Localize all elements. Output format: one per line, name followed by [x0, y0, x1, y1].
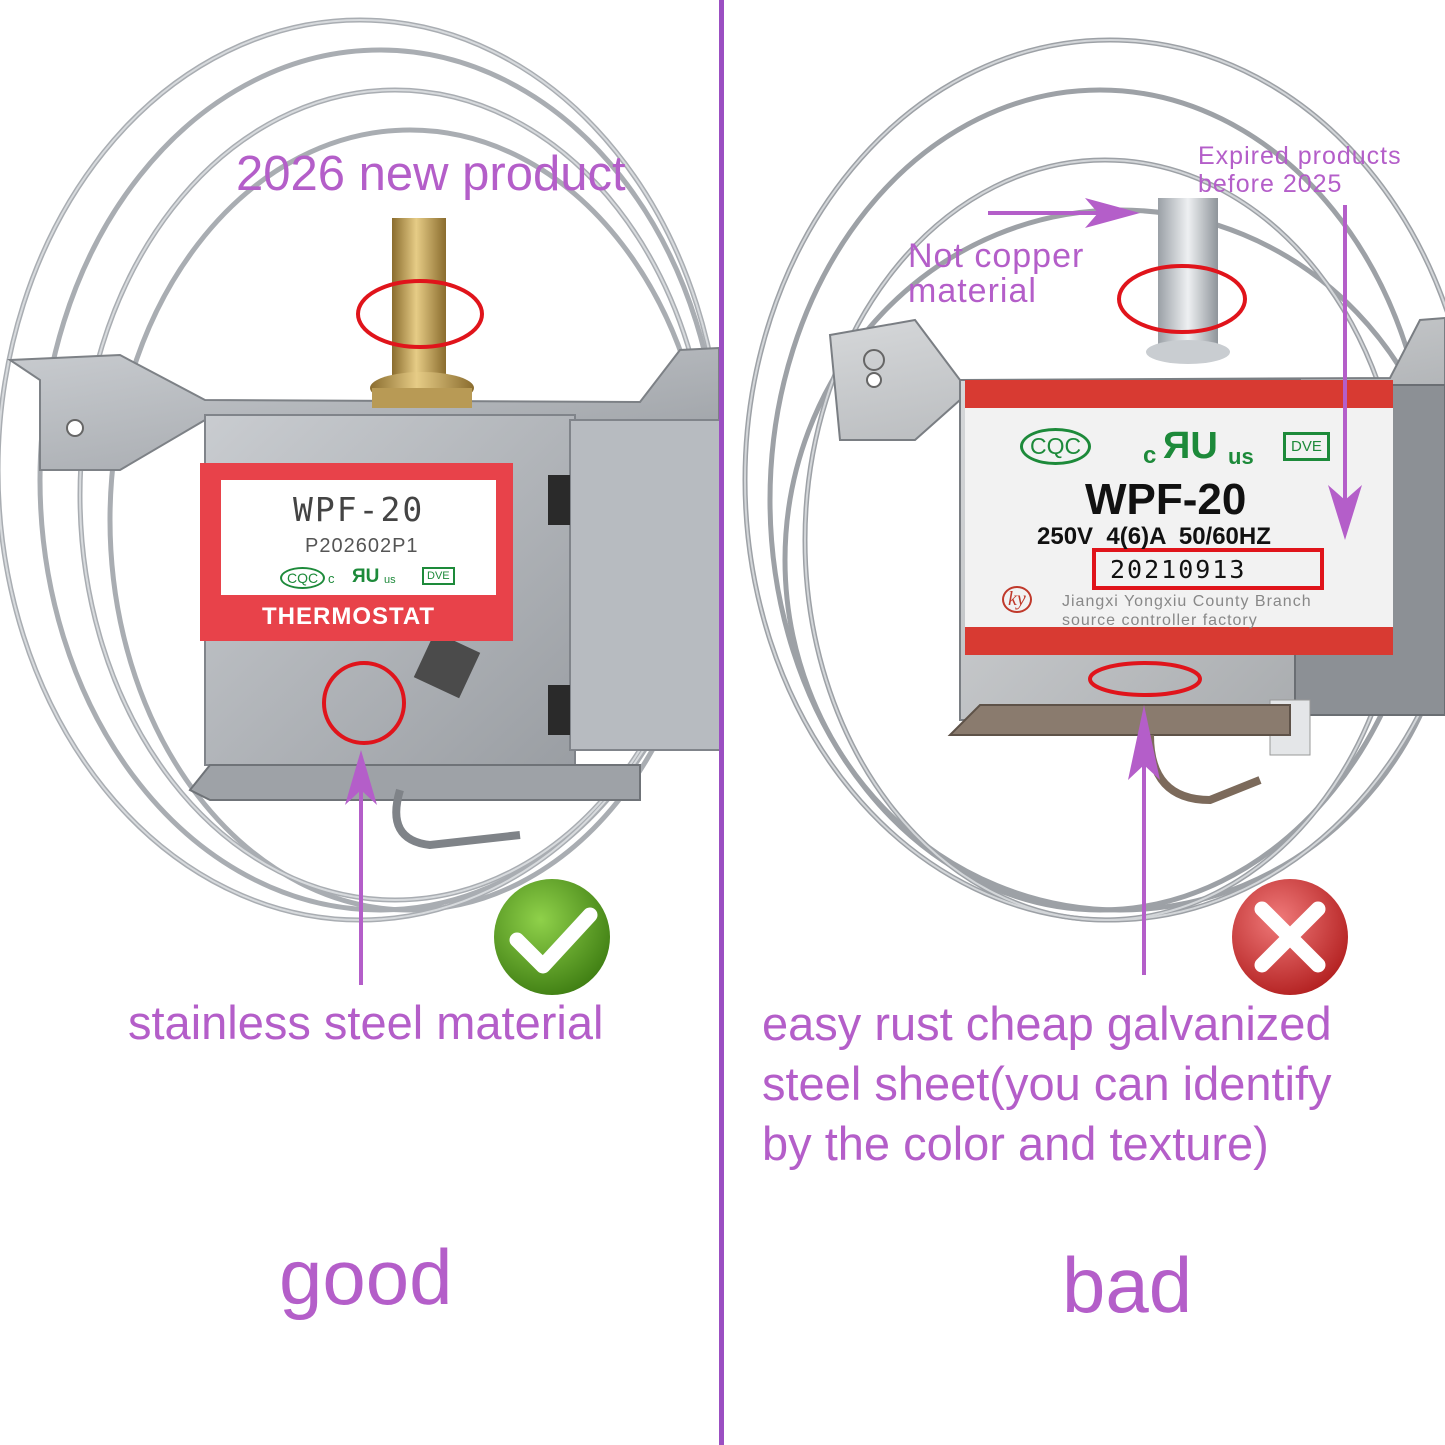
right-label-date-code: 20210913: [1110, 555, 1247, 584]
right-label-cqc-mark: CQC: [1020, 428, 1092, 465]
right-label-c-mark: c: [1143, 442, 1157, 469]
verdict-good: good: [279, 1233, 453, 1321]
plate-highlight-ellipse: [1088, 661, 1202, 697]
galvanized-caption-line-1: easy rust cheap galvanized: [762, 997, 1332, 1050]
up-arrow-icon: [345, 750, 377, 805]
left-label-ul-mark: ЯU: [352, 566, 380, 587]
copper-note-line-1: Not copper: [908, 237, 1085, 275]
stainless-steel-caption: stainless steel material: [128, 996, 604, 1049]
left-label-c-mark: c: [328, 571, 335, 586]
right-thermostat-photo: [742, 37, 1445, 995]
shaft-highlight-ellipse: [1117, 264, 1247, 334]
right-label-ul-mark: ЯU: [1163, 425, 1218, 467]
copper-note-line-2: material: [908, 272, 1037, 310]
left-label-serial: P202602P1: [305, 535, 419, 557]
left-thermostat-photo: [0, 17, 719, 995]
galvanized-caption-line-3: by the color and texture): [762, 1117, 1269, 1170]
right-arrow-icon: [1085, 198, 1140, 228]
right-label-model: WPF-20: [1085, 475, 1247, 524]
galvanized-caption-line-2: steel sheet(you can identify: [762, 1057, 1332, 1110]
right-label-rating: 250V 4(6)A 50/60HZ: [1037, 523, 1271, 550]
expired-note-line-1: Expired products: [1198, 142, 1402, 170]
verdict-bad: bad: [1062, 1241, 1193, 1329]
right-label-vde-mark: DVE: [1283, 432, 1330, 461]
up-arrow-icon: [1128, 705, 1160, 780]
date-code-highlight-box: [1092, 548, 1324, 590]
left-label-model: WPF-20: [293, 490, 425, 529]
left-label-cqc-mark: CQC: [280, 567, 326, 589]
left-label-us-mark: us: [384, 574, 396, 586]
right-label-maker-line-2: source controller factory: [1062, 612, 1258, 629]
right-label-us-mark: us: [1228, 444, 1254, 469]
left-label-vde-mark: DVE: [422, 567, 455, 585]
right-label-maker-logo: ky: [1002, 586, 1032, 613]
body-highlight-circle: [322, 661, 406, 745]
new-product-caption: 2026 new product: [236, 147, 626, 201]
check-icon: [494, 879, 610, 995]
shaft-highlight-ellipse: [356, 279, 484, 349]
right-label-maker-line-1: Jiangxi Yongxiu County Branch: [1062, 593, 1312, 610]
expired-note-line-2: before 2025: [1198, 170, 1343, 198]
left-label-footer: THERMOSTAT: [262, 603, 436, 630]
down-arrow-icon: [1328, 485, 1362, 540]
cross-icon: [1232, 879, 1348, 995]
